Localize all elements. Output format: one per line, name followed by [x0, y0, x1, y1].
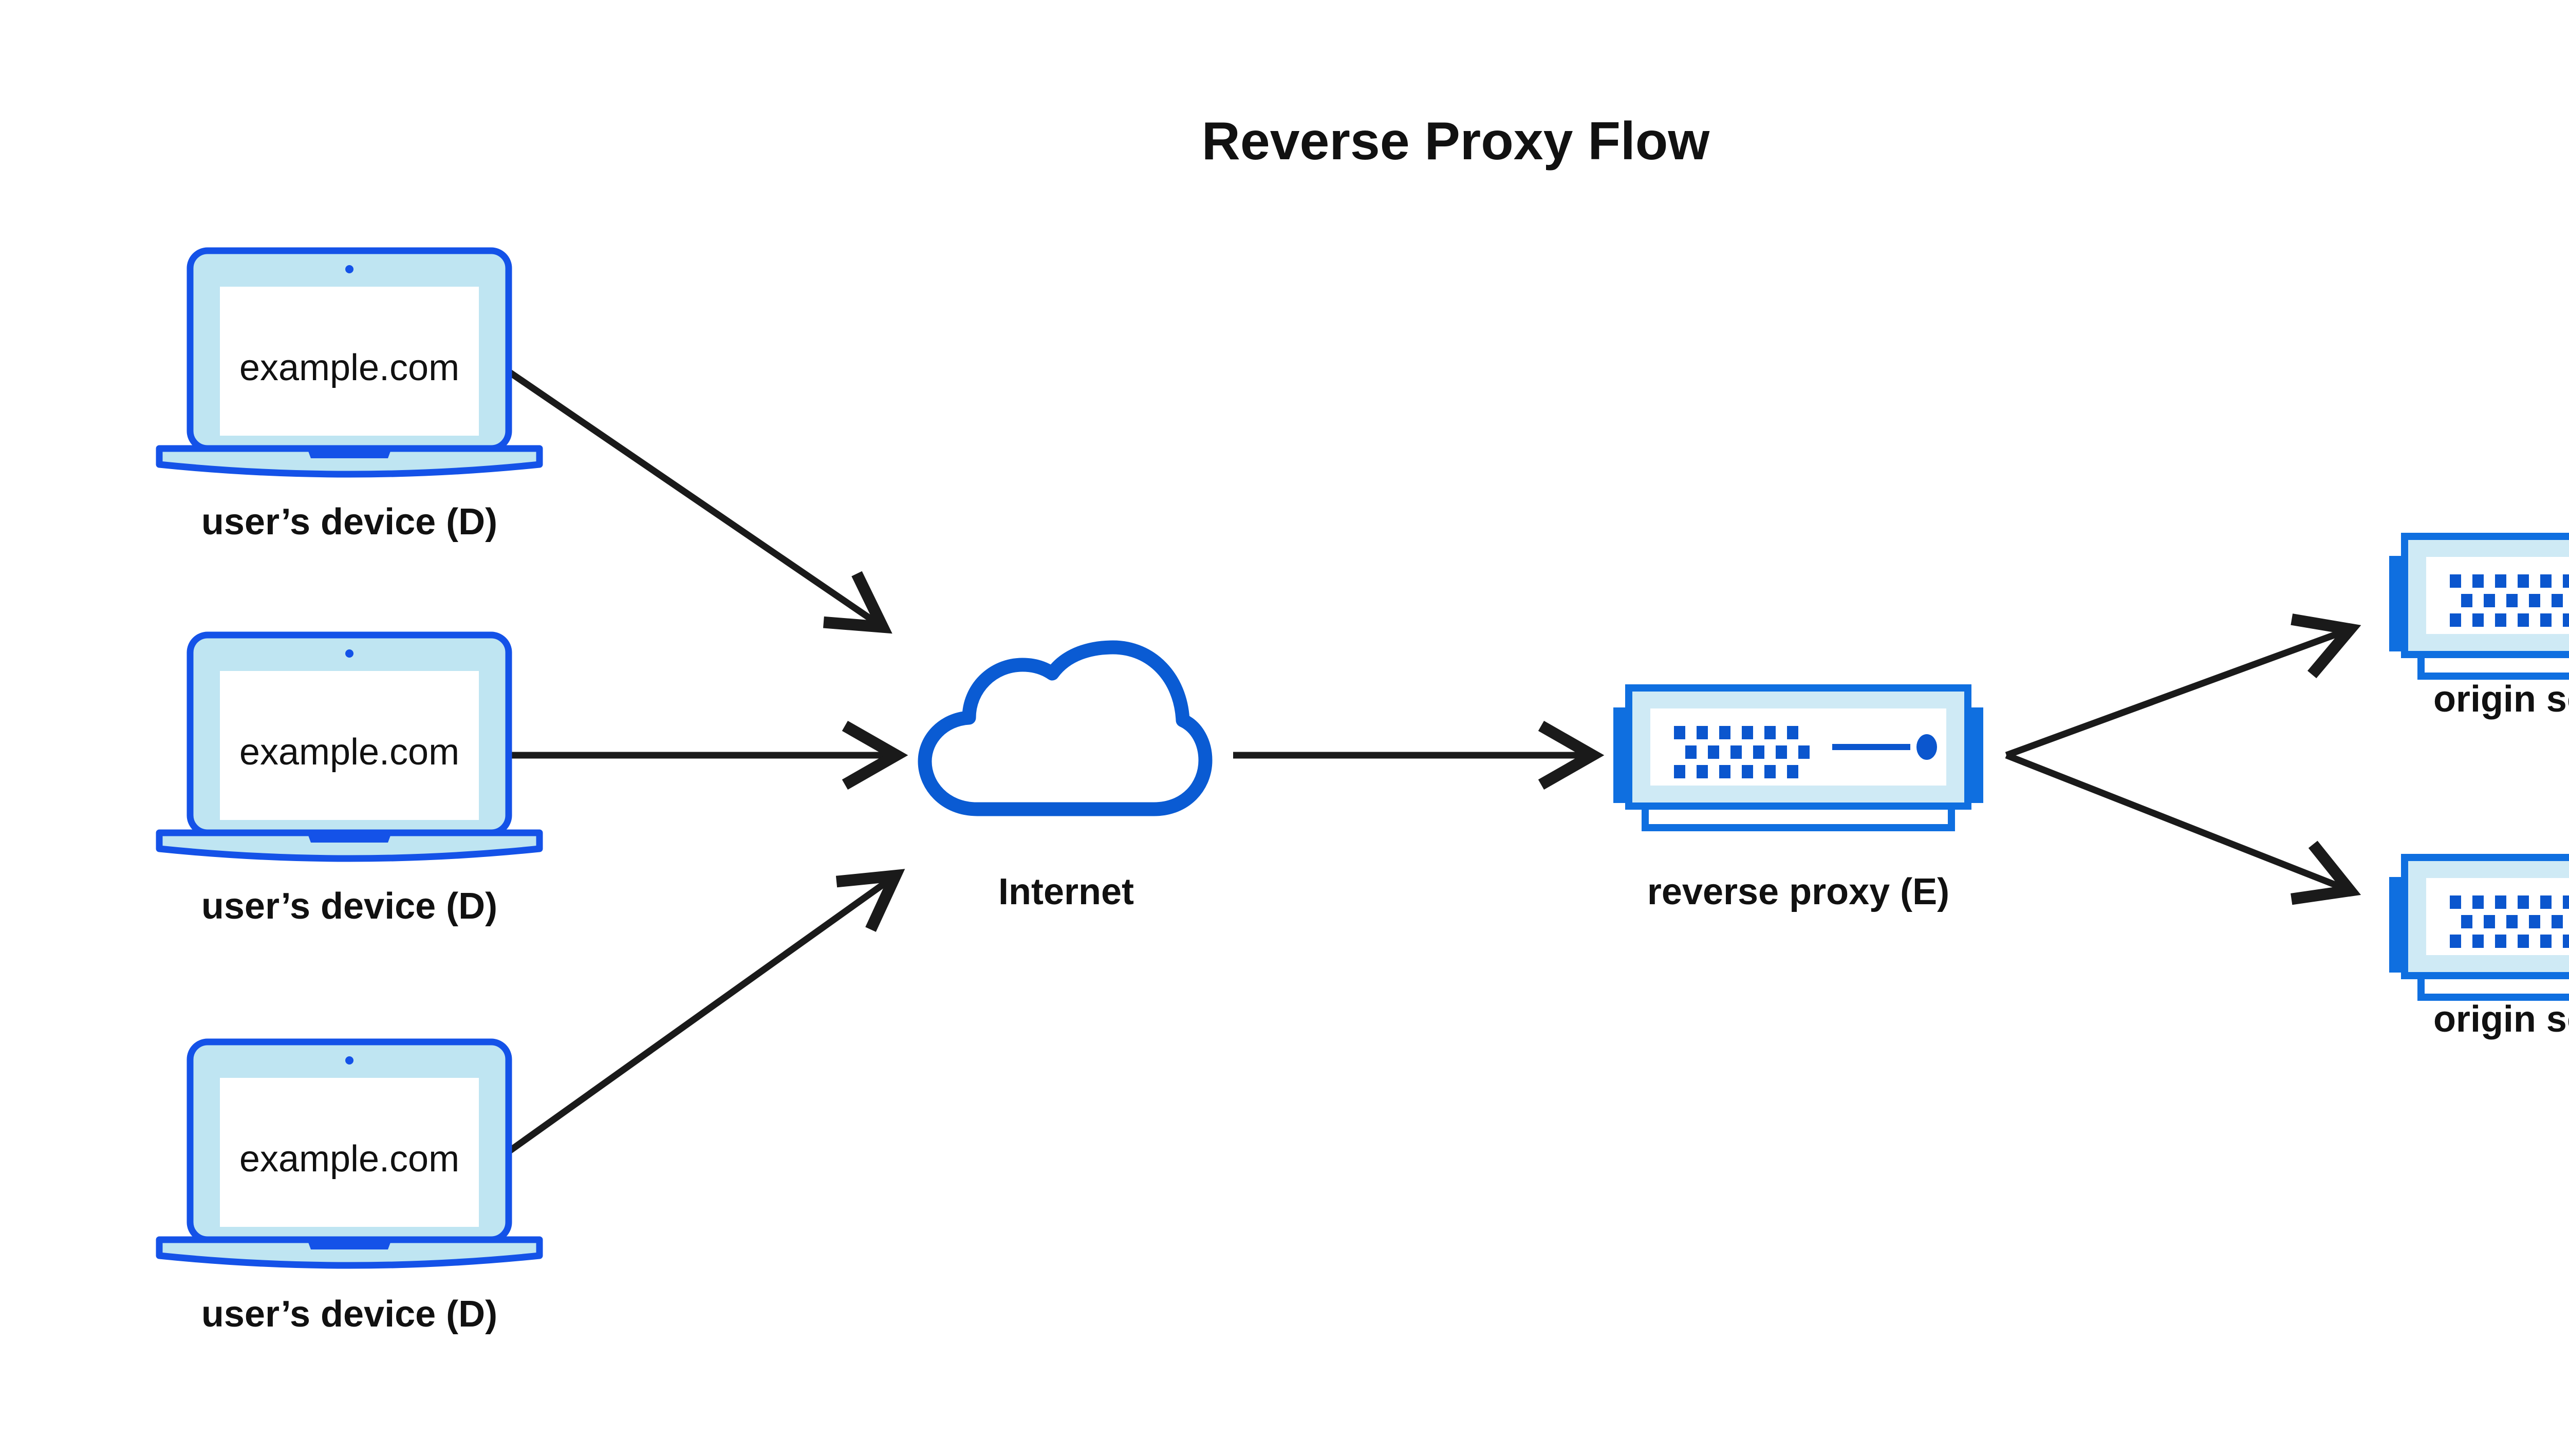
edge-device-top-to-cloud	[504, 367, 892, 634]
device-label: user’s device (D)	[201, 1294, 497, 1335]
server-icon	[1613, 688, 1983, 828]
node-device-middle[interactable]: example.com user’s device (D)	[159, 635, 539, 927]
edge-proxy-to-origin-top	[2005, 613, 2361, 759]
diagram-title: Reverse Proxy Flow	[1202, 111, 1710, 171]
cloud-label: Internet	[998, 871, 1134, 912]
device-screen-url: example.com	[239, 1138, 459, 1180]
edge-device-bottom-to-cloud	[504, 869, 905, 1156]
node-origin-bottom[interactable]: origin server (F)	[2389, 857, 2569, 1040]
server-icon	[2389, 857, 2569, 997]
node-origin-top[interactable]: origin server (F)	[2389, 536, 2569, 720]
device-label: user’s device (D)	[201, 501, 497, 543]
device-screen-url: example.com	[239, 347, 459, 388]
node-device-top[interactable]: example.com user’s device (D)	[159, 251, 539, 543]
node-internet-cloud[interactable]: Internet	[925, 647, 1205, 912]
origin-label: origin server (F)	[2433, 999, 2569, 1040]
origin-label: origin server (F)	[2433, 679, 2569, 720]
edge-layer	[504, 367, 2361, 1156]
device-label: user’s device (D)	[201, 886, 497, 927]
server-icon	[2389, 536, 2569, 676]
node-device-bottom[interactable]: example.com user’s device (D)	[159, 1042, 539, 1335]
node-reverse-proxy[interactable]: reverse proxy (E)	[1613, 688, 1983, 912]
proxy-label: reverse proxy (E)	[1647, 871, 1949, 912]
device-screen-url: example.com	[239, 732, 459, 773]
edge-proxy-to-origin-bottom	[2005, 752, 2361, 905]
